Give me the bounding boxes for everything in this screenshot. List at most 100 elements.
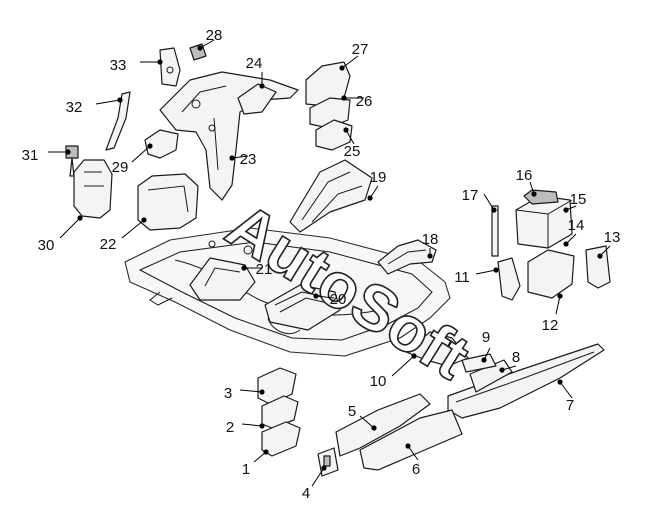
callout-leader-10: [391, 355, 415, 377]
callout-label-18: 18: [422, 231, 439, 248]
callout-label-10: 10: [370, 373, 387, 390]
callout-leader-7: [559, 381, 573, 399]
callout-dot-26: [341, 95, 347, 101]
callout-dot-23: [229, 155, 235, 161]
part-22: [137, 173, 199, 231]
callout-label-4: 4: [302, 485, 310, 502]
callout-15: 15: [563, 191, 586, 213]
callout-5: 5: [348, 403, 377, 431]
callout-23: 23: [229, 151, 256, 168]
callout-dot-29: [147, 143, 153, 149]
callout-11: 11: [454, 267, 499, 286]
callout-leader-6: [407, 445, 419, 461]
callout-leader-4: [311, 467, 325, 487]
callout-29: 29: [112, 143, 153, 176]
callout-25: 25: [343, 127, 360, 160]
callout-label-28: 28: [206, 27, 223, 44]
callout-leader-25: [345, 129, 355, 145]
callout-30: 30: [38, 215, 83, 254]
callout-dot-9: [481, 357, 487, 363]
callout-19: 19: [367, 169, 386, 201]
callout-leader-11: [475, 269, 497, 275]
callout-leader-27: [341, 55, 359, 69]
callout-label-14: 14: [568, 217, 585, 234]
part-19: [289, 159, 373, 233]
part-23-24: [159, 71, 299, 201]
callout-dot-30: [77, 215, 83, 221]
callout-label-20: 20: [330, 291, 347, 308]
part-29: [144, 129, 179, 159]
callout-dot-14: [563, 241, 569, 247]
callout-20: 20: [313, 291, 346, 308]
callout-10: 10: [370, 353, 417, 390]
callout-18: 18: [422, 231, 439, 259]
callout-dot-13: [597, 253, 603, 259]
callout-leader-23: [231, 155, 249, 159]
callout-dot-8: [499, 367, 505, 373]
callout-dot-33: [157, 59, 163, 65]
callout-dot-11: [493, 267, 499, 273]
callout-dot-28: [197, 45, 203, 51]
part-7: [447, 343, 605, 419]
callout-label-15: 15: [570, 191, 587, 208]
callout-label-23: 23: [240, 151, 257, 168]
callout-3: 3: [224, 385, 265, 402]
callout-label-29: 29: [112, 159, 129, 176]
callout-dot-15: [563, 207, 569, 213]
callout-layer: 1234567891011121314151617181920212223242…: [22, 27, 621, 502]
callout-dot-18: [427, 253, 433, 259]
callout-dot-3: [259, 389, 265, 395]
callout-2: 2: [226, 419, 265, 436]
callout-dot-5: [371, 425, 377, 431]
callout-label-1: 1: [242, 461, 250, 478]
callout-label-12: 12: [542, 317, 559, 334]
callout-leader-28: [199, 39, 215, 49]
callout-27: 27: [339, 41, 368, 71]
callout-dot-27: [339, 65, 345, 71]
callout-label-16: 16: [516, 167, 533, 184]
callout-7: 7: [557, 379, 574, 414]
callout-leader-2: [241, 423, 263, 427]
callout-1: 1: [242, 449, 269, 478]
callout-label-33: 33: [110, 57, 127, 74]
callout-dot-17: [491, 207, 497, 213]
callout-dot-7: [557, 379, 563, 385]
part-32: [105, 91, 131, 151]
callout-26: 26: [341, 93, 372, 110]
callout-label-25: 25: [344, 143, 361, 160]
callout-16: 16: [516, 167, 537, 197]
callout-17: 17: [462, 187, 497, 213]
callout-label-22: 22: [100, 236, 117, 253]
part-30: [73, 159, 113, 219]
callout-leader-5: [359, 415, 375, 429]
callout-dot-12: [557, 293, 563, 299]
callout-32: 32: [66, 97, 123, 116]
callout-dot-24: [259, 83, 265, 89]
callout-dot-31: [65, 149, 71, 155]
callout-4: 4: [302, 465, 327, 502]
callout-label-9: 9: [482, 329, 490, 346]
callout-dot-2: [259, 423, 265, 429]
callout-33: 33: [110, 57, 163, 74]
callout-label-6: 6: [412, 461, 420, 478]
callout-dot-4: [321, 465, 327, 471]
callout-leader-20: [315, 295, 335, 299]
callout-24: 24: [246, 55, 265, 89]
callout-label-24: 24: [246, 55, 263, 72]
callout-dot-32: [117, 97, 123, 103]
callout-22: 22: [100, 217, 147, 253]
callout-leader-12: [555, 295, 561, 315]
callout-31: 31: [22, 147, 71, 164]
part-25-27: [305, 61, 353, 151]
callout-leader-1: [253, 451, 267, 463]
callout-13: 13: [597, 229, 620, 259]
callout-label-21: 21: [256, 261, 273, 278]
callout-8: 8: [499, 349, 520, 373]
callout-dot-6: [405, 443, 411, 449]
callout-14: 14: [563, 217, 584, 247]
callout-dot-10: [411, 353, 417, 359]
callout-label-7: 7: [566, 397, 574, 414]
callout-leader-17: [483, 193, 495, 211]
